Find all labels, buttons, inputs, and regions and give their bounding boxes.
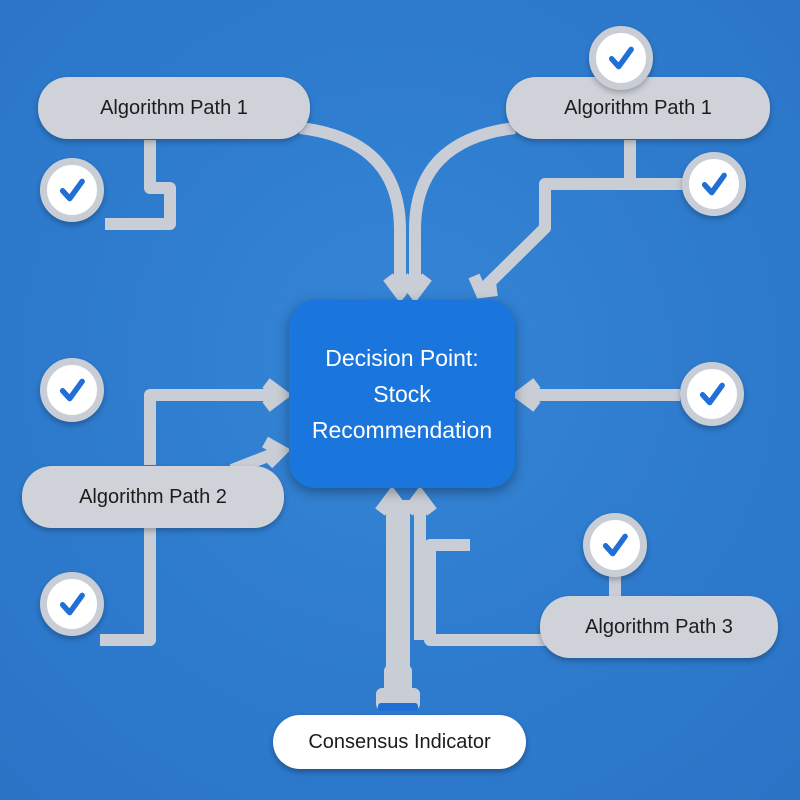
- arrowhead-left: [262, 378, 292, 412]
- decision-subject-line1: Stock: [373, 381, 431, 407]
- algorithm-path-1-left-label: Algorithm Path 1: [100, 96, 248, 119]
- sensor-icon: [376, 665, 420, 711]
- arrowhead-top-right: [398, 273, 432, 303]
- arrowhead-bottom-left: [375, 486, 409, 516]
- algorithm-path-1-left[interactable]: Algorithm Path 1: [38, 77, 310, 139]
- decision-subject-line2: Recommendation: [311, 417, 493, 443]
- algorithm-path-3-label: Algorithm Path 3: [585, 615, 733, 638]
- connector-left-to-decision: [144, 389, 278, 465]
- algorithm-path-2-label: Algorithm Path 2: [79, 485, 227, 508]
- connector-top-left-check: [105, 140, 176, 230]
- algorithm-path-2[interactable]: Algorithm Path 2: [22, 466, 284, 528]
- algorithm-path-1-right-label: Algorithm Path 1: [564, 96, 712, 119]
- connector-top-right-check: [624, 140, 685, 190]
- check-icon: [608, 46, 634, 70]
- check-icon: [701, 172, 727, 196]
- arrowhead-bottom-right: [403, 486, 437, 516]
- connector-top-right-to-decision: [409, 122, 516, 285]
- check-badge-bottom-right: [583, 513, 647, 577]
- connector-consensus: [386, 500, 410, 680]
- arrowhead-right: [511, 378, 541, 412]
- consensus-indicator[interactable]: Consensus Indicator: [273, 715, 526, 769]
- decision-point-box[interactable]: Decision Point: Stock Recommendation: [289, 300, 515, 488]
- check-badge-middle-left: [40, 358, 104, 422]
- algorithm-path-3[interactable]: Algorithm Path 3: [540, 596, 778, 658]
- arrowhead-path2: [262, 436, 291, 469]
- connector-top-left-to-decision: [299, 122, 406, 285]
- connector-bottom-right-to-decision: [414, 500, 570, 646]
- check-badge-top-right: [589, 26, 653, 90]
- check-icon: [602, 533, 628, 557]
- check-badge-upper-left: [40, 158, 104, 222]
- connector-right-check-to-decision: [477, 178, 630, 295]
- algorithm-path-1-right[interactable]: Algorithm Path 1: [506, 77, 770, 139]
- check-badge-upper-right: [682, 152, 746, 216]
- check-icon: [59, 592, 85, 616]
- decision-title: Decision Point:: [325, 345, 479, 371]
- check-badge-bottom-left: [40, 572, 104, 636]
- check-icon: [59, 178, 85, 202]
- check-icon: [59, 378, 85, 402]
- consensus-indicator-label: Consensus Indicator: [308, 730, 491, 753]
- connector-path2-check: [100, 525, 156, 646]
- check-badge-middle-right: [680, 362, 744, 426]
- arrowhead-right-diagonal: [468, 273, 498, 299]
- check-icon: [699, 382, 725, 406]
